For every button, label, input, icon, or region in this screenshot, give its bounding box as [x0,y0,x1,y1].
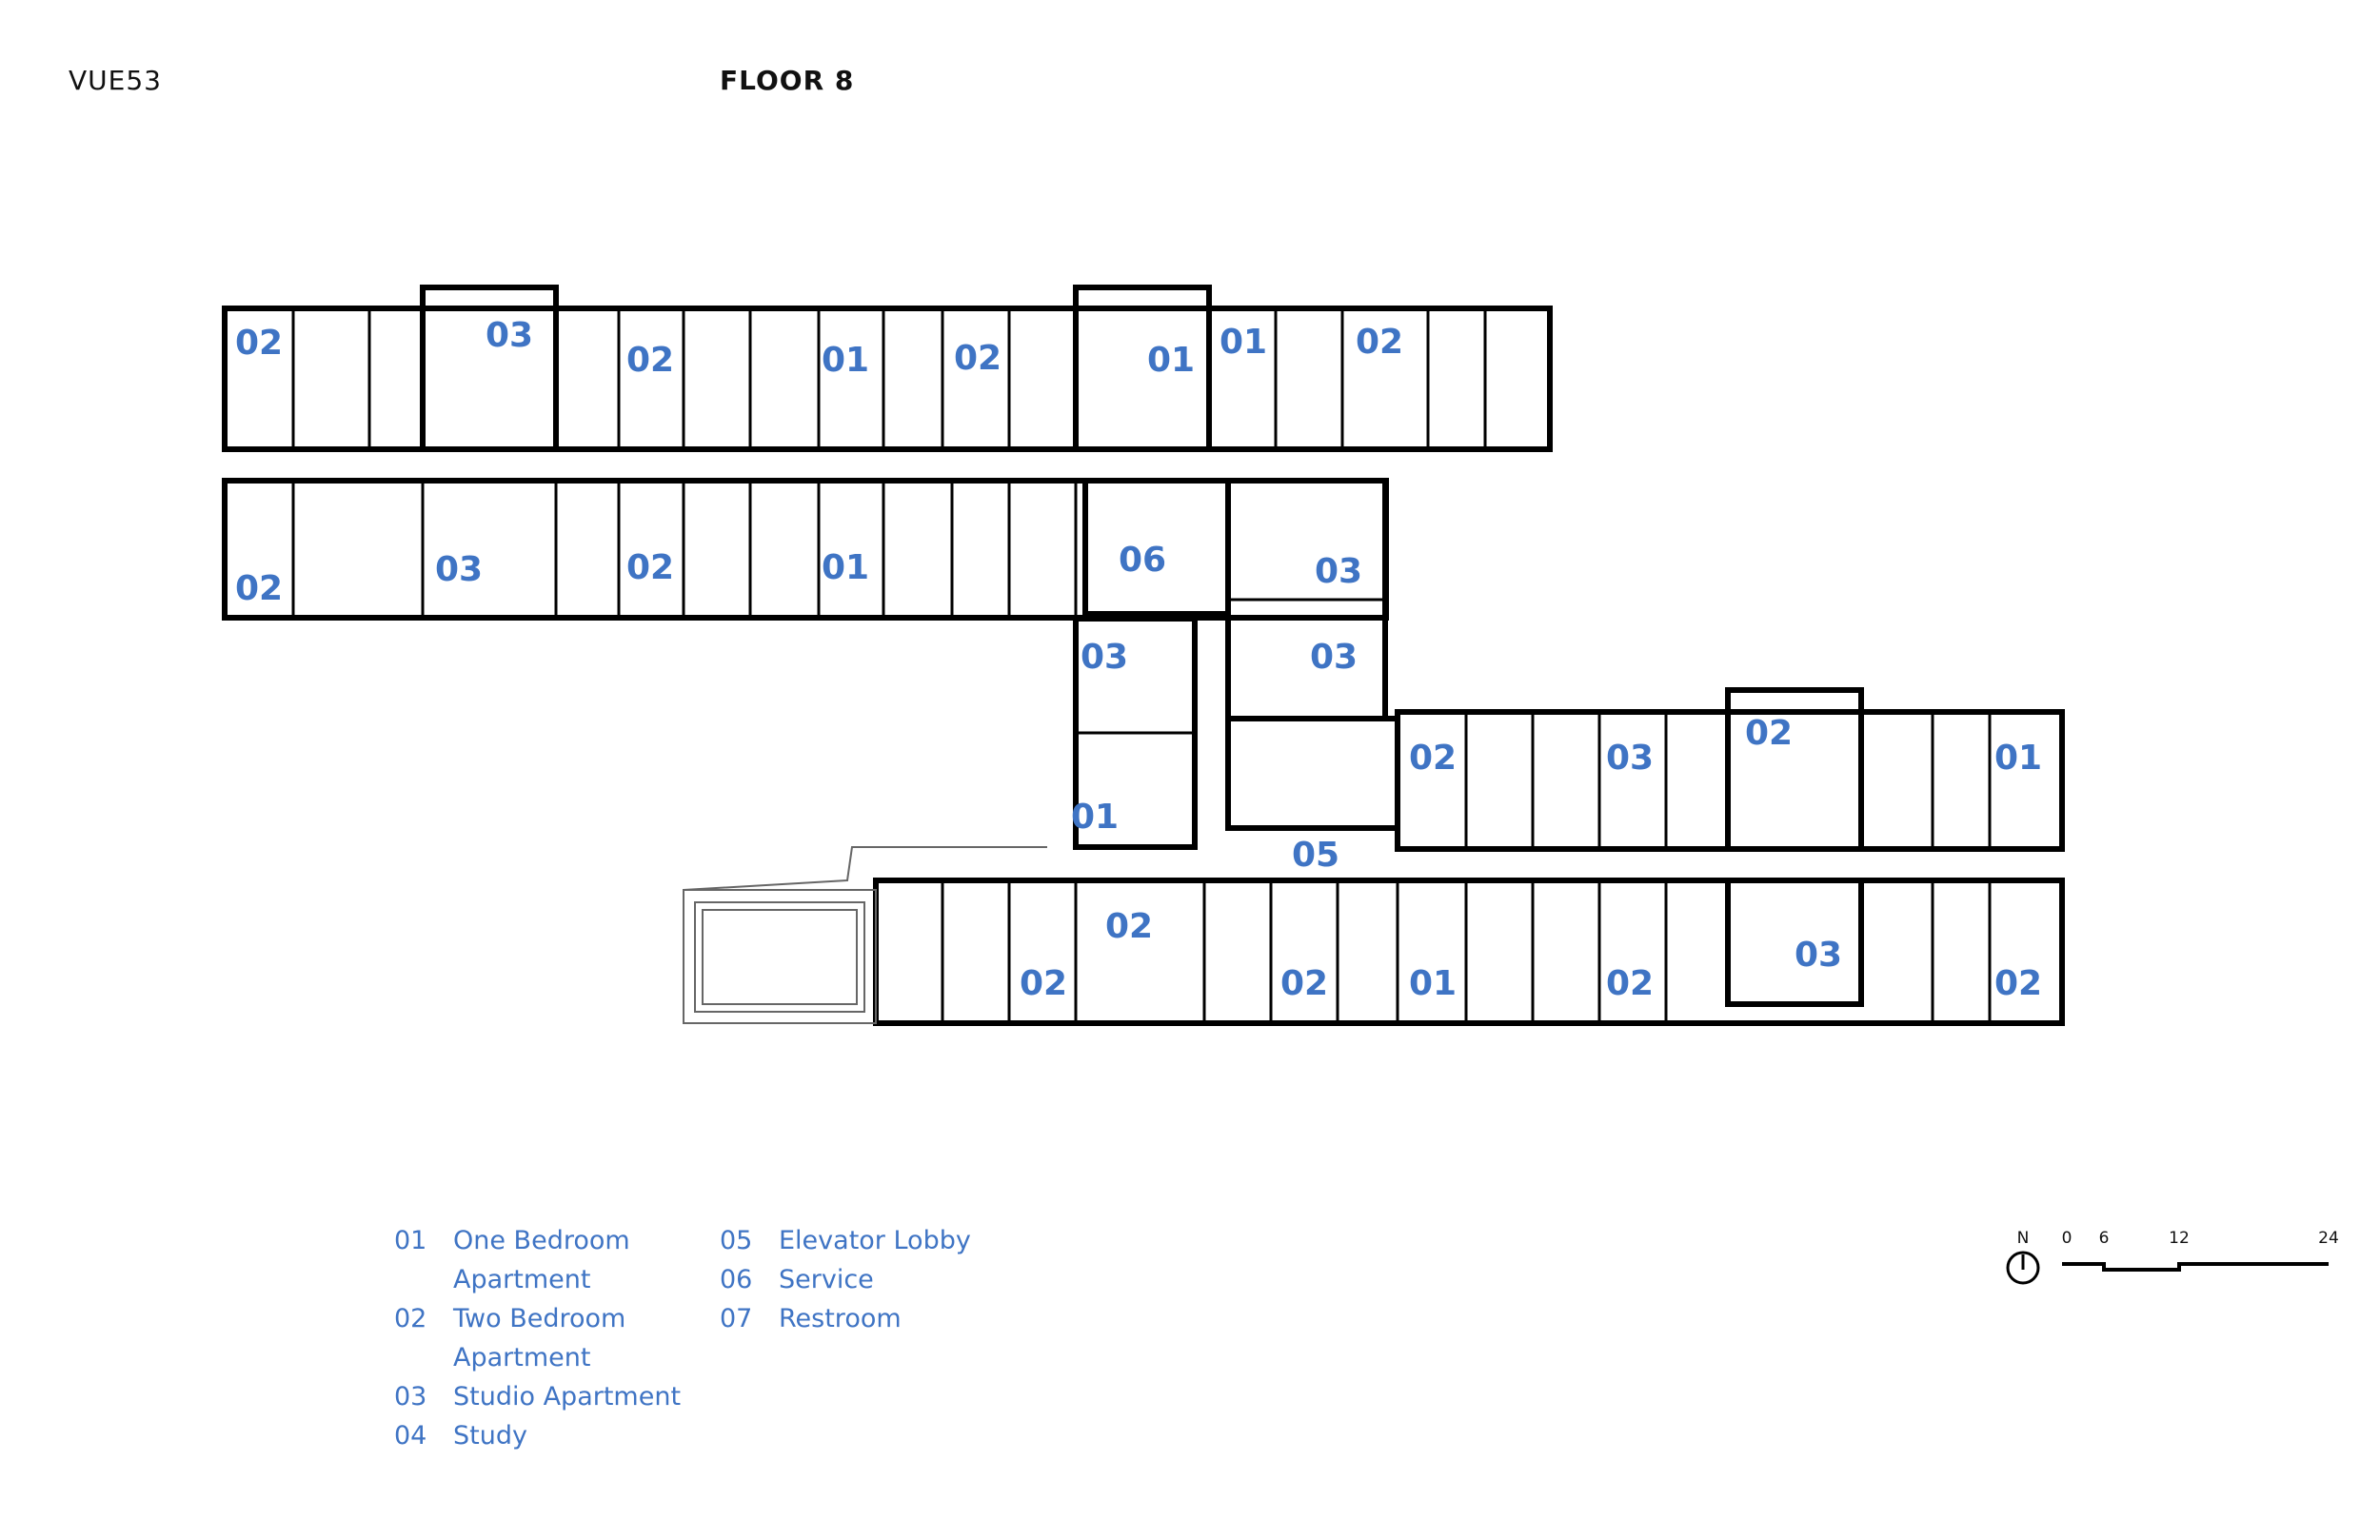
legend-item: 03 Studio Apartment [394,1382,681,1421]
unit-label: 02 [1280,964,1328,1003]
unit-partitions [291,308,1992,1023]
unit-label: 03 [486,316,533,355]
scale-bar: 0 6 12 24 [2062,1229,2339,1272]
legend-code: 03 [394,1382,427,1412]
wall-north-row [222,306,1553,452]
legend-label: One Bedroom [453,1226,630,1255]
unit-label: 03 [1315,552,1362,591]
north-circle [2006,1251,2040,1285]
legend-label: Studio Apartment [453,1382,682,1412]
legend-code: 04 [394,1421,427,1451]
unit-label: 01 [1220,323,1267,362]
building-walls [222,285,2065,1026]
north-label: N [2017,1229,2030,1248]
unit-label: 01 [1147,341,1195,380]
scale-tick-label: 24 [2318,1229,2339,1248]
unit-label: 02 [1105,907,1153,946]
legend-item-cont: Apartment [394,1265,681,1304]
unit-label: 02 [1356,323,1403,362]
legend-label: Two Bedroom [453,1304,626,1333]
unit-label: 02 [235,324,283,363]
legend-label: Apartment [453,1265,591,1294]
legend-item: 05 Elevator Lobby [720,1226,971,1265]
legend-item-cont: Apartment [394,1343,681,1382]
terrace-outline [683,846,1047,1024]
unit-label: 02 [626,341,674,380]
legend-code: 02 [394,1304,427,1333]
legend-label: Service [779,1265,874,1294]
legend-right: 05 Elevator Lobby 06 Service 07 Restroom [720,1226,971,1343]
legend-label: Study [453,1421,527,1451]
unit-label: 02 [235,569,283,608]
unit-label: 01 [1994,739,2042,778]
unit-label: 03 [1310,638,1358,677]
legend-label: Restroom [779,1304,902,1333]
floor-title: FLOOR 8 [720,65,855,96]
legend-item: 02 Two Bedroom [394,1304,681,1343]
wall-bump-d [1725,878,1864,1007]
unit-label: 02 [954,339,1002,378]
unit-label: 05 [1292,836,1339,875]
legend-code: 07 [720,1304,753,1333]
legend-code: 05 [720,1226,753,1255]
legend-label: Elevator Lobby [779,1226,971,1255]
unit-label: 01 [1409,964,1457,1003]
scale-tick-label: 0 [2062,1229,2073,1248]
unit-label: 02 [1020,964,1067,1003]
unit-label: 06 [1119,541,1166,580]
unit-label: 03 [435,550,483,589]
north-arrow: N [2006,1229,2040,1285]
unit-label: 03 [1081,638,1128,677]
project-name: VUE53 [69,65,162,96]
wall-bump-a [420,285,559,452]
legend-label: Apartment [453,1343,591,1372]
unit-label: 02 [1606,964,1654,1003]
unit-label: 01 [1071,798,1119,837]
unit-label: 02 [1745,714,1793,753]
unit-label: 01 [822,341,869,380]
legend-item: 06 Service [720,1265,971,1304]
legend-left: 01 One Bedroom Apartment 02 Two Bedroom … [394,1226,681,1460]
legend-item: 01 One Bedroom [394,1226,681,1265]
legend-item: 07 Restroom [720,1304,971,1343]
unit-label: 02 [1994,964,2042,1003]
unit-label: 03 [1606,739,1654,778]
unit-label: 03 [1795,936,1842,975]
wall-south-row [222,478,1389,621]
scale-tick-label: 6 [2099,1229,2110,1248]
legend-code: 06 [720,1265,753,1294]
unit-label: 02 [1409,739,1457,778]
wall-elevator-lobby [1225,716,1400,831]
scale-tick-label: 12 [2169,1229,2190,1248]
unit-label: 02 [626,548,674,587]
legend-item: 04 Study [394,1421,681,1460]
legend-code: 01 [394,1226,427,1255]
unit-label: 01 [822,548,869,587]
